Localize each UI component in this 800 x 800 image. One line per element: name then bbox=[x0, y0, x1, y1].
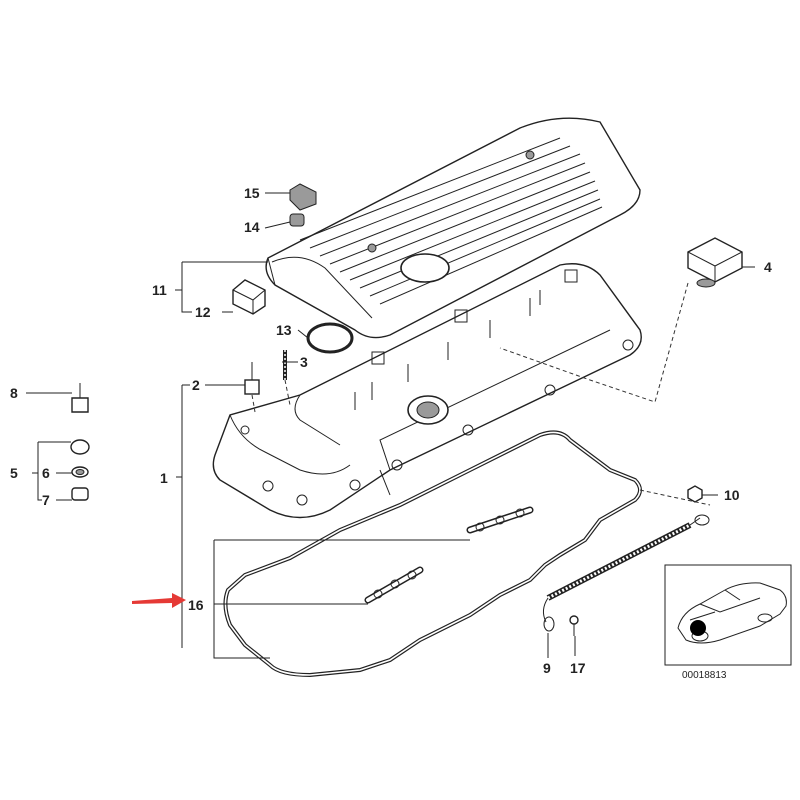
inset-diagram-code: 00018813 bbox=[682, 670, 727, 681]
bolt-8 bbox=[71, 383, 89, 413]
spark-plug-seal-set-front bbox=[466, 506, 534, 534]
label-17: 17 bbox=[570, 660, 586, 676]
label-3: 3 bbox=[300, 354, 308, 370]
label-9: 9 bbox=[543, 660, 551, 676]
engine-cover bbox=[265, 117, 641, 339]
label-15: 15 bbox=[244, 185, 260, 201]
label-6: 6 bbox=[42, 465, 50, 481]
valve-cover-studs bbox=[354, 290, 541, 410]
nut-14 bbox=[289, 213, 305, 227]
label-7: 7 bbox=[42, 492, 50, 508]
label-13: 13 bbox=[276, 322, 292, 338]
clip-15 bbox=[289, 183, 317, 211]
label-1: 1 bbox=[160, 470, 168, 486]
ground-strap bbox=[542, 514, 710, 632]
label-14: 14 bbox=[244, 219, 260, 235]
label-5: 5 bbox=[10, 465, 18, 481]
cap-4 bbox=[687, 237, 743, 288]
label-4: 4 bbox=[764, 259, 772, 275]
seal-set-5 bbox=[70, 439, 90, 501]
part-labels: 1 2 3 4 5 6 7 8 9 10 11 12 13 14 15 16 1… bbox=[10, 185, 772, 676]
label-2: 2 bbox=[192, 377, 200, 393]
valve-cover bbox=[212, 263, 642, 519]
vehicle-inset: 00018813 bbox=[664, 564, 792, 681]
label-16: 16 bbox=[188, 597, 204, 613]
label-12: 12 bbox=[195, 304, 211, 320]
car-icon bbox=[677, 582, 787, 644]
bolt-17 bbox=[569, 615, 579, 636]
label-10: 10 bbox=[724, 487, 740, 503]
gasket-ring-13 bbox=[306, 322, 354, 354]
red-pointer-arrow bbox=[132, 593, 186, 608]
oil-filler-opening bbox=[400, 253, 450, 283]
rubber-mount-12 bbox=[232, 279, 266, 315]
valve-cover-gasket bbox=[223, 430, 642, 678]
label-8: 8 bbox=[10, 385, 18, 401]
spark-plug-seal-set-rear bbox=[364, 566, 424, 604]
label-11: 11 bbox=[152, 282, 167, 298]
location-marker-icon bbox=[690, 620, 706, 636]
stud-2 bbox=[244, 362, 260, 395]
nut-10 bbox=[687, 485, 703, 503]
